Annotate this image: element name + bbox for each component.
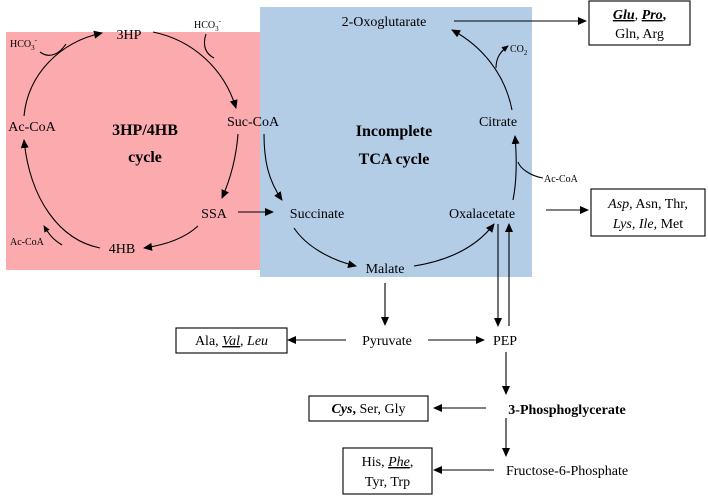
metabolite-citrate: Citrate [479, 115, 517, 130]
metabolite-suc-coa: Suc-CoA [227, 115, 280, 130]
metabolite-oxalacetate: Oxalacetate [449, 207, 515, 222]
cys-box-line-1-segment-1: , [352, 402, 356, 417]
metabolite-3hp: 3HP [117, 28, 142, 43]
metabolite-ssa: SSA [201, 207, 228, 222]
glu-box-line-1-segment-0: Glu [613, 8, 635, 23]
amino-acid-box-cys: Cys, Ser, Gly [308, 395, 429, 422]
arrow-suc-coa-to-succinate [263, 133, 283, 201]
metabolite-fructose-6-phosphate: Fructose-6-Phosphate [506, 464, 628, 479]
ala-box-line-1-segment-1: Val [222, 334, 240, 349]
amino-acid-box-glu: Glu, Pro, Gln, Arg [588, 0, 691, 46]
asp-box-line-2-segment-2: Ile [638, 217, 654, 232]
cys-box-line-1-segment-0: Cys [331, 402, 353, 417]
metabolite-succinate: Succinate [290, 207, 344, 222]
arrow-ssa-to-4hb [143, 225, 199, 251]
cofactor-co2: CO2 [510, 44, 528, 57]
cys-box-line-1: Cys, Ser, Gly [331, 402, 405, 417]
glu-box-line-1-segment-3: , [663, 8, 667, 23]
cofactor-ac-coa-out: Ac-CoA [10, 237, 45, 248]
his-box-line-2-segment-0: Tyr, Trp [365, 475, 410, 490]
his-box-line-1: His, Phe, [362, 455, 414, 470]
asp-box-line-1-segment-1: , Asn, Thr, [629, 197, 688, 212]
glu-box-line-1-segment-2: Pro [642, 8, 663, 23]
glu-box-line-2-segment-0: Gln, Arg [615, 27, 664, 42]
asp-box-line-2-segment-3: , Met [654, 217, 684, 232]
arrow-ac-coa-in [517, 161, 544, 179]
arrow-citrate-to-2-oxoglutarate [451, 29, 513, 111]
arrow-suc-coa-to-ssa [221, 133, 239, 199]
asp-box-line-2-segment-0: Lys [612, 217, 633, 232]
tca-cycle-title: Incomplete [356, 123, 432, 140]
his-box-line-1-segment-0: His, [362, 455, 388, 470]
arrow-3hp-to-suc-coa [152, 31, 238, 109]
hp-hb-cycle-title-2: cycle [128, 149, 162, 166]
metabolite-ac-coa: Ac-CoA [8, 120, 56, 135]
metabolite-2-oxoglutarate: 2-Oxoglutarate [342, 15, 427, 30]
arrow-4hb-to-ac-coa [20, 139, 101, 249]
arrow-malate-to-oxalacetate [413, 223, 495, 267]
cofactor-ac-coa-in: Ac-CoA [544, 174, 579, 185]
ala-box-line-1-segment-0: Ala, [195, 334, 222, 349]
asp-box-line-2-segment-1: , [632, 217, 639, 232]
metabolite-4hb: 4HB [109, 242, 135, 257]
ala-box-line-1: Ala, Val, Leu [195, 334, 268, 349]
hp-hb-cycle-region [6, 32, 275, 270]
arrow-co2-release [495, 45, 509, 69]
asp-box-line-1: Asp, Asn, Thr, [607, 197, 688, 212]
asp-box-line-1-segment-0: Asp [607, 197, 629, 212]
ala-box-line-1-segment-2: , [240, 334, 247, 349]
metabolite-malate: Malate [366, 262, 405, 277]
amino-acid-box-his: His, Phe, Tyr, Trp [342, 447, 433, 495]
amino-acid-box-ala: Ala, Val, Leu [175, 327, 288, 354]
his-box-line-2: Tyr, Trp [365, 475, 410, 490]
arrow-hco3-right-in [203, 33, 215, 59]
arrow-succinate-to-malate [293, 227, 357, 269]
metabolite-pyruvate: Pyruvate [362, 334, 412, 349]
arrow-oxalacetate-to-citrate [511, 135, 520, 201]
cofactor-hco3-right: HCO3- [194, 17, 222, 33]
glu-box-line-2: Gln, Arg [615, 27, 664, 42]
arrow-hco3-left-in [39, 43, 67, 56]
glu-box-line-1-segment-1: , [635, 8, 642, 23]
his-box-line-1-segment-2: , [410, 455, 414, 470]
his-box-line-1-segment-1: Phe [387, 455, 410, 470]
asp-box-line-2: Lys, Ile, Met [612, 217, 683, 232]
metabolite-3-phosphoglycerate: 3-Phosphoglycerate [508, 403, 625, 418]
amino-acid-box-asp: Asp, Asn, Thr, Lys, Ile, Met [590, 188, 706, 237]
arrow-ac-coa-release [43, 225, 63, 246]
cys-box-line-1-segment-2: Ser, Gly [356, 402, 406, 417]
glu-box-line-1: Glu, Pro, [613, 8, 666, 23]
hp-hb-cycle-title: 3HP/4HB [112, 122, 178, 139]
metabolite-pep: PEP [493, 334, 517, 349]
cofactor-hco3-left: HCO3- [10, 36, 38, 52]
tca-cycle-title-2: TCA cycle [359, 151, 430, 168]
arrow-ac-coa-to-3hp [23, 30, 103, 117]
ala-box-line-1-segment-3: Leu [246, 334, 268, 349]
